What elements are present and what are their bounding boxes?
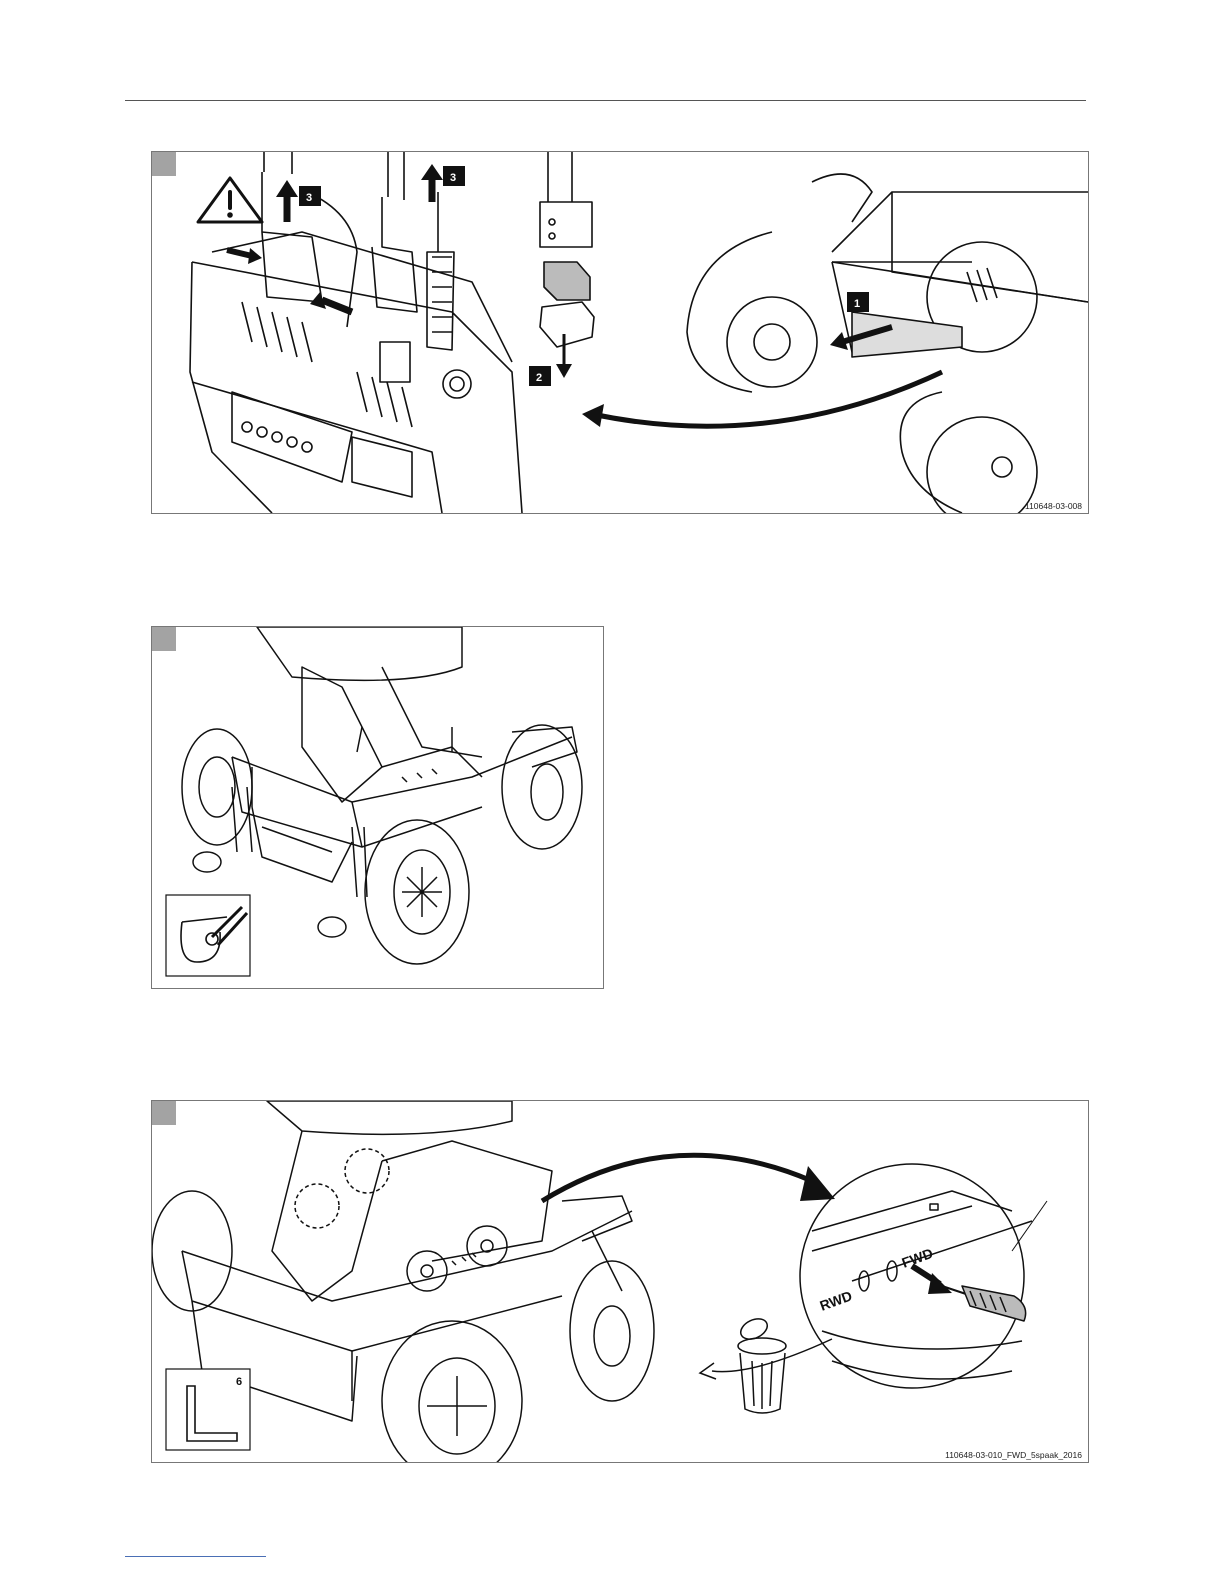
figure-1-illustration: 1 2 3 3 (152, 152, 1088, 513)
figure-2 (151, 626, 604, 989)
trash-bin-icon (738, 1315, 786, 1413)
figure-3-illustration: RWD FWD 6 (152, 1101, 1088, 1462)
figure-tab (152, 1101, 176, 1125)
step-1-label: 1 (854, 298, 860, 310)
figure-1: 1 2 3 3 110648-03-008 (151, 151, 1089, 514)
figure-code: 110648-03-008 (1025, 501, 1082, 511)
figure-code: 110648-03-010_FWD_5spaak_2016 (945, 1450, 1082, 1460)
step-3b-label: 3 (450, 172, 456, 184)
hex-key-size: 6 (236, 1376, 242, 1388)
footer-rule (125, 1556, 266, 1557)
header-rule (125, 100, 1086, 101)
step-3a-label: 3 (306, 192, 312, 204)
figure-3: RWD FWD 6 110648-03-010_FWD_5spaak_2016 (151, 1100, 1089, 1463)
figure-2-illustration (152, 627, 603, 988)
step-2-label: 2 (536, 372, 542, 384)
figure-tab (152, 627, 176, 651)
figure-tab (152, 152, 176, 176)
rwd-label: RWD (818, 1287, 855, 1313)
